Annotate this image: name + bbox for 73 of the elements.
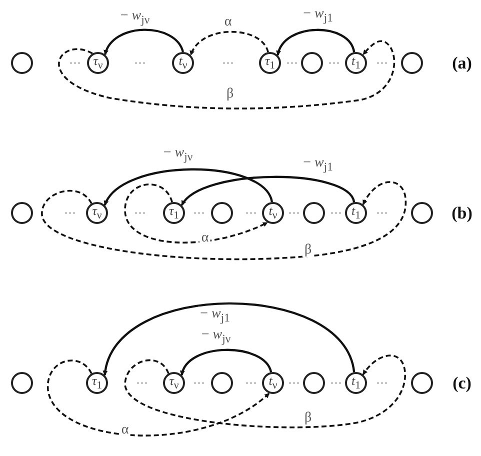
ellipsis: ··· [193, 207, 205, 219]
edge-label: − w$_{j1}$ [198, 306, 232, 326]
ellipsis: ··· [245, 207, 257, 219]
empty-circle [11, 202, 33, 224]
node-label: t$_{1}$ [351, 374, 361, 392]
arrow [41, 181, 406, 260]
arrow [124, 354, 406, 428]
ellipsis: ··· [222, 57, 234, 69]
ellipsis: ··· [328, 57, 340, 69]
arrow [104, 168, 273, 206]
panel-label: (a) [452, 54, 472, 72]
empty-circle [211, 372, 233, 394]
edge-label: β [302, 410, 314, 426]
arrow [124, 184, 268, 244]
arrow [58, 40, 395, 110]
ellipsis: ··· [376, 377, 388, 389]
node-label: t$_{1}$ [351, 204, 361, 222]
ellipsis: ··· [193, 377, 205, 389]
ellipsis: ··· [330, 377, 342, 389]
node-label: τ$_{1}$ [264, 54, 276, 72]
ellipsis: ··· [134, 57, 146, 69]
empty-circle [211, 202, 233, 224]
node-circle [163, 202, 185, 224]
panel-label: (b) [452, 204, 472, 222]
empty-circle [411, 202, 433, 224]
node-label: t$_{ν}$ [178, 54, 188, 72]
node-circle [86, 202, 108, 224]
ellipsis: ··· [286, 57, 298, 69]
empty-circle [401, 52, 423, 74]
node-circle [345, 52, 367, 74]
node-label: τ$_{ν}$ [169, 374, 179, 392]
empty-circle [301, 52, 323, 74]
node-label: τ$_{ν}$ [92, 204, 102, 222]
node-circle [163, 372, 185, 394]
ellipsis: ··· [288, 207, 300, 219]
ellipsis: ··· [64, 207, 76, 219]
edge-label: β [224, 86, 236, 102]
node-circle [345, 372, 367, 394]
node-circle [259, 52, 281, 74]
node-label: t$_{1}$ [351, 54, 361, 72]
arrow [104, 28, 184, 56]
node-circle [86, 372, 108, 394]
empty-circle [303, 202, 325, 224]
node-label: τ$_{ν}$ [93, 54, 103, 72]
arrow [180, 348, 272, 376]
node-circle [262, 372, 284, 394]
edge-label: β [302, 242, 314, 258]
ellipsis: ··· [136, 377, 148, 389]
empty-circle [11, 372, 33, 394]
panel-label: (c) [452, 374, 472, 392]
ellipsis: ··· [376, 57, 388, 69]
node-label: τ$_{1}$ [168, 204, 180, 222]
ellipsis: ··· [245, 377, 257, 389]
node-circle [262, 202, 284, 224]
arrow [190, 30, 269, 56]
node-circle [345, 202, 367, 224]
ellipsis: ··· [69, 57, 81, 69]
ellipsis: ··· [376, 207, 388, 219]
node-label: t$_{ν}$ [268, 204, 278, 222]
arrow [180, 176, 356, 206]
node-label: τ$_{1}$ [92, 374, 102, 392]
arrow [276, 28, 356, 56]
arrow [47, 360, 270, 436]
arrow [104, 302, 356, 376]
ellipsis: ··· [288, 377, 300, 389]
empty-circle [303, 372, 325, 394]
ellipsis: ··· [134, 207, 146, 219]
empty-circle [411, 372, 433, 394]
node-label: t$_{ν}$ [268, 374, 278, 392]
node-circle [172, 52, 194, 74]
empty-circle [11, 52, 33, 74]
node-circle [87, 52, 109, 74]
ellipsis: ··· [330, 207, 342, 219]
